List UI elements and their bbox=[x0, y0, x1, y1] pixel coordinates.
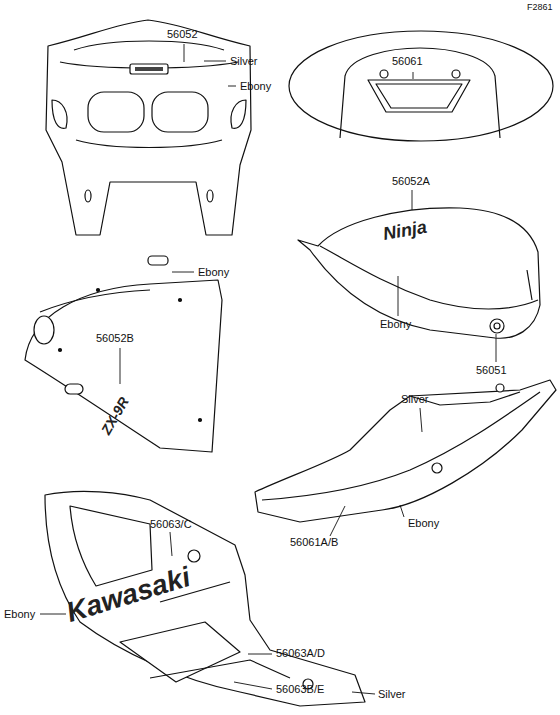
callout-number: 56061 bbox=[392, 55, 423, 67]
callout-number: 56051 bbox=[476, 364, 507, 376]
color-name: Ebony bbox=[380, 318, 411, 330]
oval-outline bbox=[288, 30, 554, 142]
seat-cowl bbox=[340, 48, 500, 138]
color-name: Silver bbox=[401, 393, 429, 405]
color-name: Silver bbox=[378, 688, 406, 700]
callout-number: 56061A/B bbox=[290, 536, 338, 548]
side-fairing bbox=[25, 280, 222, 452]
callout-number: F2861 bbox=[527, 3, 553, 13]
color-name: Ebony bbox=[4, 608, 35, 620]
color-name: Silver bbox=[230, 55, 258, 67]
callout-number: 56052B bbox=[96, 332, 134, 344]
lower-fairing bbox=[45, 491, 365, 706]
callout-number: 56063/C bbox=[150, 518, 192, 530]
callout-number: 56052A bbox=[392, 175, 430, 187]
callout-number: 56052 bbox=[167, 28, 198, 40]
upper-cowl bbox=[46, 20, 251, 235]
callout-number: 56063A/D bbox=[276, 647, 325, 659]
color-name: Ebony bbox=[408, 517, 439, 529]
callout-number: 56063B/E bbox=[276, 683, 324, 695]
color-name: Ebony bbox=[240, 80, 271, 92]
fuel-tank bbox=[298, 208, 540, 338]
decal-text: Kawasaki bbox=[63, 562, 194, 629]
decal-text: Ninja bbox=[382, 218, 429, 245]
color-name: Ebony bbox=[198, 266, 229, 278]
tail-cowl bbox=[255, 380, 556, 522]
decal-text: ZX-9R bbox=[99, 395, 133, 438]
callout-oval: 56061 bbox=[288, 30, 554, 142]
